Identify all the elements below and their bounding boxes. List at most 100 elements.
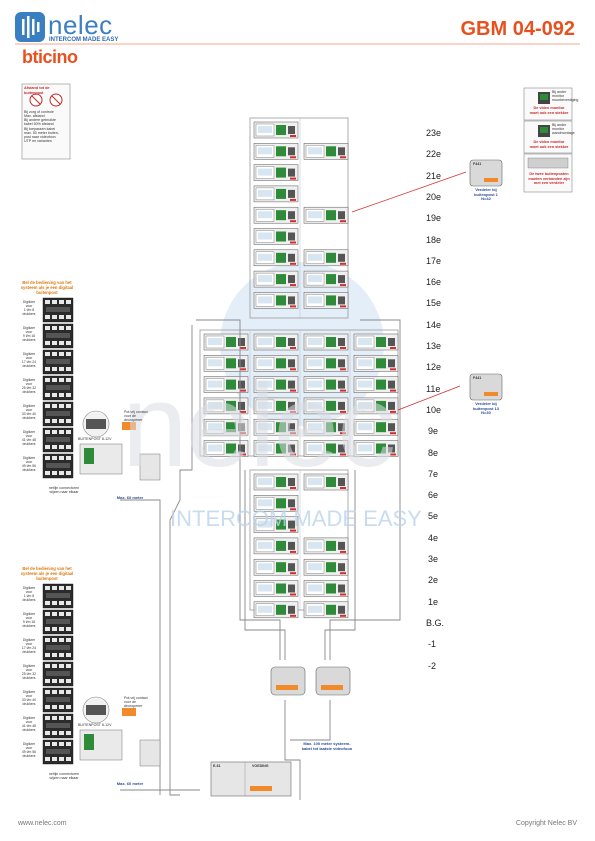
video-monitor	[253, 495, 299, 512]
floor-label: 4e	[428, 532, 439, 543]
floor-label: 2e	[428, 575, 439, 586]
panel-title: Bel de bediening van het systeem als je …	[20, 566, 74, 581]
floor-label: 21e	[426, 170, 442, 181]
right-legend-box2: Bij ander monitor wandmontage	[552, 123, 575, 136]
riser-cables	[120, 319, 401, 800]
video-monitor	[253, 164, 299, 181]
video-monitor	[253, 333, 299, 351]
red-leader-lines	[351, 171, 467, 411]
connector-note: netlijn connectoren wijzen naar elkaar	[48, 772, 80, 781]
legend-line: UTP en varianten	[24, 138, 52, 143]
video-monitor	[203, 397, 249, 415]
digitizer-module	[42, 583, 74, 609]
video-monitor	[253, 397, 299, 415]
floor-label: 16e	[426, 277, 442, 288]
floor-label: 5e	[428, 511, 439, 522]
digitizer-module	[42, 375, 74, 401]
floor-label: -1	[428, 639, 437, 650]
floor-label: 6e	[428, 490, 439, 501]
video-monitor	[353, 355, 399, 372]
video-monitor	[303, 601, 349, 619]
video-monitor	[303, 440, 349, 457]
video-monitor	[303, 580, 349, 597]
video-monitor	[303, 473, 349, 491]
video-monitor	[303, 418, 349, 436]
floor-label: B.G.	[426, 617, 445, 628]
digitizer-module	[42, 323, 74, 349]
distributor-modules	[270, 666, 351, 696]
outdoor-label: BUITENPOST 8-12V	[78, 723, 112, 727]
floor-label: -2	[428, 660, 437, 671]
video-monitor	[203, 355, 249, 372]
video-monitor	[203, 376, 249, 393]
video-monitor	[253, 376, 299, 393]
connector-note: netlijn connectoren wijzen naar elkaar	[48, 486, 80, 495]
distributor-2-code: F441	[473, 376, 482, 380]
left-legend-title: Afstand tot de buitenpost	[24, 86, 50, 95]
video-monitor	[253, 601, 299, 619]
floor-label: 15e	[426, 298, 442, 309]
video-monitor	[253, 516, 299, 533]
floor-label: 3e	[428, 554, 439, 564]
digitizer-label: Digitizer voor 49 t/m 56 drukkers	[21, 456, 37, 473]
video-monitor	[253, 558, 299, 576]
video-monitor	[253, 249, 299, 267]
video-monitor	[253, 537, 299, 555]
digitizer-label: Digitizer voor 25 t/m 32 drukkers	[21, 378, 37, 395]
panel-stack	[42, 583, 161, 767]
digitizer-module	[42, 661, 74, 687]
power-supply-left: E-61	[213, 764, 221, 768]
digitizer-label: Digitizer voor 1 t/m 8 drukkers	[22, 300, 36, 317]
panel-title: Bel de bediening van het systeem als je …	[20, 280, 74, 295]
video-monitor	[203, 418, 249, 436]
video-monitor	[253, 473, 299, 491]
floor-label: 17e	[426, 255, 442, 266]
video-monitor	[353, 333, 399, 351]
distance-label: Max. 60 meter	[116, 495, 144, 500]
video-monitors	[203, 121, 399, 619]
contact-note: Pot.vrij contact voor de deuropener	[124, 696, 148, 709]
digitizer-label: Digitizer voor 1 t/m 8 drukkers	[22, 586, 36, 603]
digitizer-label: Digitizer voor 17 t/m 24 drukkers	[21, 638, 37, 655]
floor-label: 14e	[426, 319, 442, 330]
digitizer-label: Digitizer voor 41 t/m 48 drukkers	[21, 716, 37, 733]
legend-line: Max. afstand	[24, 114, 45, 119]
legend-line: Bij zorg of controle	[24, 110, 54, 114]
video-monitor	[253, 206, 299, 224]
video-monitor	[253, 440, 299, 457]
floor-label: 22e	[426, 149, 442, 160]
digitizer-label: Digitizer voor 49 t/m 56 drukkers	[21, 742, 37, 759]
video-monitor	[353, 418, 399, 436]
digitizer-module	[42, 349, 74, 375]
video-monitor	[353, 440, 399, 457]
digitizer-module	[42, 713, 74, 739]
legend-line: max. 50 meter buiten-	[24, 130, 59, 135]
digitizer-label: Digitizer voor 41 t/m 48 drukkers	[21, 430, 37, 447]
legend-line: Bij andere gebruikte	[24, 118, 56, 123]
floor-label: 1e	[428, 596, 439, 607]
digitizer-label: Digitizer voor 9 t/m 16 drukkers	[22, 612, 36, 629]
digitizer-label: Digitizer voor 33 t/m 40 drukkers	[21, 404, 37, 421]
video-monitor	[253, 580, 299, 597]
distributor-1-code: F441	[473, 162, 482, 166]
digitizer-module	[42, 427, 74, 453]
watermark-text: nelec	[122, 360, 396, 492]
floor-label: 12e	[426, 362, 442, 373]
distance-label: Max. 60 meter	[116, 781, 144, 786]
floor-label: 10e	[426, 404, 442, 415]
footer-copyright: Copyright Nelec BV	[515, 820, 577, 827]
floor-label: 19e	[426, 213, 442, 224]
video-monitor	[303, 376, 349, 393]
floor-label: 18e	[426, 234, 442, 245]
video-monitor	[353, 397, 399, 415]
digitizer-module	[42, 609, 74, 635]
left-legend	[21, 83, 71, 160]
digitizer-label: Digitizer voor 25 t/m 32 drukkers	[21, 664, 37, 681]
contact-note: Pot.vrij contact voor de deuropener	[124, 410, 148, 423]
video-monitor	[303, 558, 349, 576]
watermark-tagline: INTERCOM MADE EASY	[170, 506, 422, 531]
floor-label: 20e	[426, 191, 442, 202]
